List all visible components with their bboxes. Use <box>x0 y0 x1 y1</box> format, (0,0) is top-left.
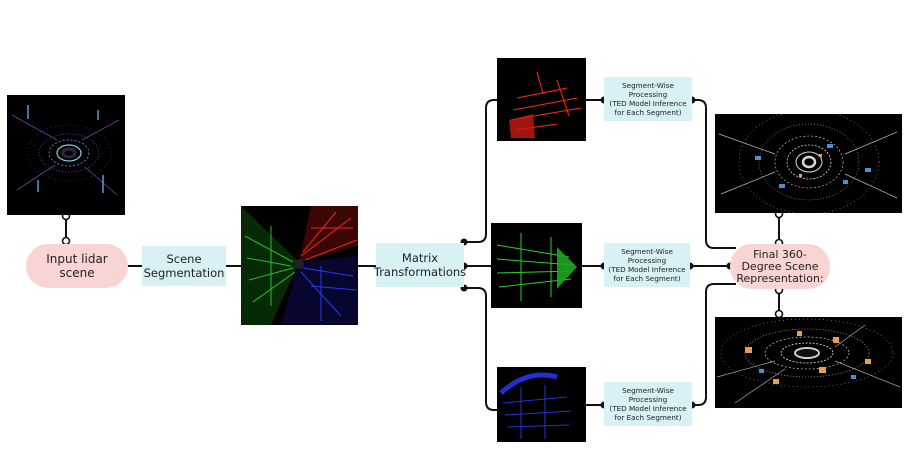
matrix-transformations-box: Matrix Transformations <box>374 243 466 287</box>
blue-segment-image <box>497 367 586 442</box>
green-segment-image <box>491 223 582 308</box>
final-360-degree-node: Final 360- Degree Scene Representation: <box>730 244 830 289</box>
red-segment-icon <box>497 58 586 141</box>
segment-wise-processing-box-bottom: Segment-Wise Processing (TED Model Infer… <box>604 382 692 426</box>
scene-segmentation-box: Scene Segmentation <box>142 246 226 286</box>
segmented-lidar-image <box>241 206 358 325</box>
blue-segment-icon <box>497 367 586 442</box>
result-bottom-icon <box>715 317 902 408</box>
green-segment-icon <box>491 223 582 308</box>
result-bottom-image <box>715 317 902 408</box>
result-top-icon <box>715 114 902 213</box>
input-lidar-icon <box>7 95 125 215</box>
input-lidar-scene-node: Input lidar scene <box>26 244 128 288</box>
segment-wise-processing-box-middle: Segment-Wise Processing (TED Model Infer… <box>604 243 690 287</box>
segmented-lidar-icon <box>241 206 358 325</box>
input-lidar-image <box>7 95 125 215</box>
red-segment-image <box>497 58 586 141</box>
result-top-image <box>715 114 902 213</box>
segment-wise-processing-box-top: Segment-Wise Processing (TED Model Infer… <box>604 77 692 121</box>
